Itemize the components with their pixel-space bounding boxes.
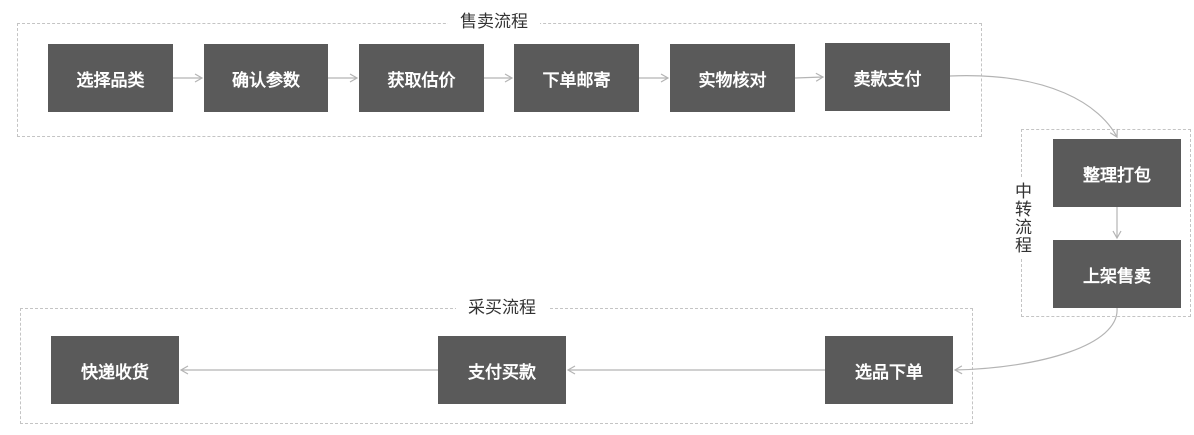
step-choose-order: 选品下单	[825, 336, 953, 404]
step-confirm-params: 确认参数	[204, 44, 328, 112]
step-list-for-sale: 上架售卖	[1053, 240, 1181, 308]
step-order-mail: 下单邮寄	[514, 44, 639, 112]
step-select-category: 选择品类	[48, 44, 173, 112]
arrow-sell-to-transfer	[949, 75, 1118, 139]
transfer-process-title: 中转流程	[1010, 178, 1032, 258]
buy-process-title: 采买流程	[456, 297, 548, 319]
step-pay-seller: 卖款支付	[825, 43, 950, 111]
sell-process-title: 售卖流程	[448, 11, 540, 33]
step-pay-purchase: 支付买款	[438, 336, 566, 404]
step-get-quote: 获取估价	[359, 44, 484, 112]
step-verify-item: 实物核对	[670, 44, 795, 112]
arrow-5-6	[794, 72, 825, 82]
arrow-transfer-to-buy	[953, 307, 1118, 375]
step-sort-pack: 整理打包	[1053, 139, 1181, 207]
step-receive-delivery: 快递收货	[51, 336, 179, 404]
